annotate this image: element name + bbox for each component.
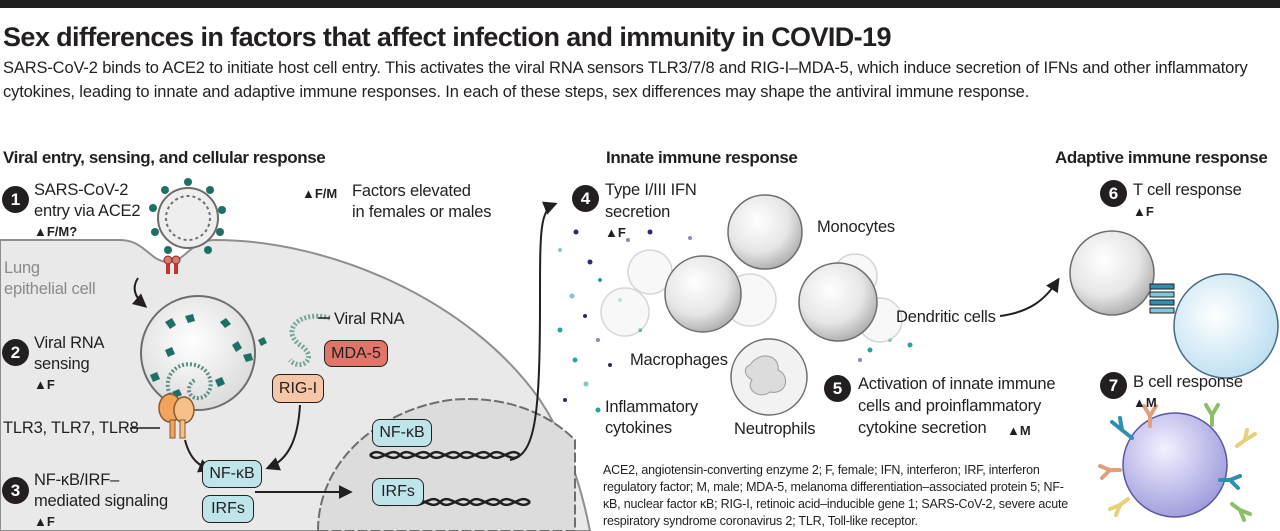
tlr-receptor — [158, 393, 195, 439]
step-2-number: 2 — [2, 339, 29, 366]
step-3-flag: ▲F — [34, 514, 55, 529]
b-cell — [1122, 412, 1228, 518]
monocyte-cell — [727, 194, 803, 270]
neutrophil-cell — [730, 338, 808, 416]
lung-label-1: Lung — [4, 259, 40, 277]
step-1-number: 1 — [2, 186, 29, 213]
dendritic-cell — [798, 262, 878, 342]
nucleus-irfs-box: IRFs — [372, 478, 424, 506]
endosome-viral-rna — [165, 362, 213, 401]
rigi-box: RIG-I — [272, 374, 324, 403]
step-7-line-1: B cell response — [1133, 373, 1243, 391]
tcr-complexes — [1149, 283, 1175, 314]
step-2-line-1: Viral RNA — [34, 334, 105, 352]
step-5-line-1: Activation of innate immune — [858, 375, 1056, 393]
legend-text-2: in females or males — [352, 203, 492, 221]
nfkb-box: NF-κB — [202, 460, 262, 488]
step-3-number: 3 — [2, 477, 29, 504]
top-rule — [0, 0, 1280, 8]
section-innate: Innate immune response — [606, 148, 798, 167]
step-1-flag: ▲F/M? — [34, 224, 78, 239]
section-adaptive: Adaptive immune response — [1055, 148, 1268, 167]
step-4-line-1: Type I/III IFN — [605, 181, 697, 199]
antibodies — [1098, 403, 1257, 522]
macrophages-label: Macrophages — [630, 351, 728, 369]
step-4-line-2: secretion — [605, 203, 671, 221]
nucleus-nfkb-box: NF-κB — [372, 419, 432, 447]
step-1-line-2: entry via ACE2 — [34, 202, 141, 220]
figure-subtitle: SARS-CoV-2 binds to ACE2 to initiate hos… — [3, 59, 1248, 101]
viral-rna-label: Viral RNA — [334, 310, 405, 328]
dna-helix-1 — [369, 450, 521, 460]
step-1-line-1: SARS-CoV-2 — [34, 181, 129, 199]
step-5-line-3: cytokine secretion — [858, 419, 987, 437]
legend-text-1: Factors elevated — [352, 182, 471, 200]
figure-title: Sex differences in factors that affect i… — [3, 22, 891, 52]
monocytes-label: Monocytes — [817, 218, 895, 236]
step-7-number: 7 — [1100, 372, 1127, 399]
neutrophils-label: Neutrophils — [734, 420, 816, 438]
antigen-presenting-cell — [1069, 230, 1155, 316]
lung-label-2: epithelial cell — [4, 280, 96, 298]
cytokines-label-2: cytokines — [605, 419, 672, 437]
macrophage-cell — [664, 255, 742, 333]
step-5-line-2: cells and proinflammatory — [858, 397, 1041, 415]
step-6-number: 6 — [1100, 180, 1127, 207]
t-cell — [1173, 273, 1279, 379]
abbreviations-footnote: ACE2, angiotensin-converting enzyme 2; F… — [603, 463, 1068, 528]
step-5-number: 5 — [824, 375, 851, 402]
tlr-label: TLR3, TLR7, TLR8 — [3, 419, 139, 437]
endosome — [140, 295, 256, 411]
step-7-flag: ▲M — [1133, 395, 1157, 410]
step-3-line-2: mediated signaling — [34, 492, 168, 510]
cytoplasmic-viral-rna — [288, 313, 331, 368]
legend-marker: ▲F/M — [302, 186, 338, 201]
step-6-flag: ▲F — [1133, 204, 1154, 219]
dendritic-cells-label: Dendritic cells — [896, 308, 996, 326]
cytokines-label-1: Inflammatory — [605, 398, 698, 416]
step-3-line-1: NF-κB/IRF– — [34, 471, 120, 489]
irfs-box: IRFs — [202, 495, 254, 523]
mda5-box: MDA-5 — [324, 340, 388, 367]
step-4-flag: ▲F — [605, 225, 626, 240]
sars-cov-2-virion — [149, 178, 226, 254]
step-4-number: 4 — [572, 185, 599, 212]
step-2-flag: ▲F — [34, 377, 55, 392]
step-2-line-2: sensing — [34, 355, 90, 373]
step-5-flag: ▲M — [1007, 423, 1031, 438]
step-6-line-1: T cell response — [1133, 181, 1242, 199]
section-viral-entry: Viral entry, sensing, and cellular respo… — [3, 148, 326, 167]
ace2-receptor — [163, 255, 181, 274]
